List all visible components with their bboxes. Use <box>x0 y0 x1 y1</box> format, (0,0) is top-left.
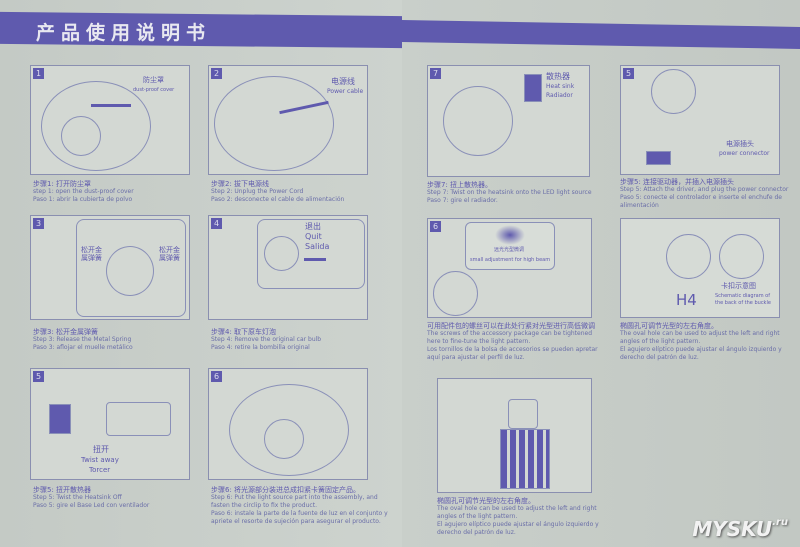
step-1-caption: 步骤1: 打开防尘罩 step 1: open the dust-proof c… <box>33 180 198 204</box>
caption-zh: 步骤7: 扭上散热器。 <box>427 181 493 189</box>
step-number: 2 <box>211 68 222 79</box>
step-number: 7 <box>430 68 441 79</box>
bottom-caption: 椭圆孔可调节光型的左右角度。 The oval hole can be used… <box>437 497 612 537</box>
right-page: 7 散热器 Heat sink Radiador 步骤7: 扭上散热器。 Ste… <box>402 0 800 547</box>
h4-buckle-illustration: H4 卡扣示意图 Schematic diagram of the back o… <box>620 218 780 318</box>
page-title: 产品使用说明书 <box>36 22 212 44</box>
caption-en: Step 2: Unplug the Power Cord <box>211 188 304 195</box>
arrow-icon <box>91 104 131 107</box>
label: 防尘罩 <box>143 76 164 84</box>
caption-zh: 可用配件包的螺丝可以在此处行紧对光型进行高低微调 <box>427 322 595 330</box>
label: Twist away <box>81 456 119 464</box>
caption-en: Step 7: Twist on the heatsink onto the L… <box>427 189 592 196</box>
label: Power cable <box>327 88 364 95</box>
step-2-caption: 步骤2: 拔下电源线 Step 2: Unplug the Power Cord… <box>211 180 391 204</box>
caption-zh: 步骤3: 松开金属弹簧 <box>33 328 99 336</box>
watermark-text: MYSKU <box>692 517 773 541</box>
caption-es: El agujero elíptico puede ajustar el áng… <box>437 521 599 536</box>
caption-en: Step 6: Put the light source part into t… <box>211 494 378 509</box>
caption-en: Step 5: Attach the driver, and plug the … <box>620 186 789 193</box>
label: Radiador <box>546 92 573 99</box>
step-number: 6 <box>430 221 441 232</box>
caption-zh: 步骤5: 扭开散热器 <box>33 486 92 494</box>
watermark: MYSKU.ru <box>692 517 788 541</box>
step-1-illustration: 1 防尘罩 dust-proof cover <box>30 65 190 175</box>
label: 散热器 <box>546 72 570 81</box>
caption-es: Paso 5: gire el Base Led con ventilador <box>33 502 150 509</box>
caption-es: Paso 2: desconecte el cable de alimentac… <box>211 196 345 203</box>
caption-es: Paso 1: abrir la cubierta de polvo <box>33 196 133 203</box>
label: small adjustment for high beam <box>470 257 551 263</box>
caption-zh: 椭圆孔可调节光型的左右角度。 <box>620 322 718 330</box>
caption-es: Paso 5: conecte el controlador e inserte… <box>620 194 782 209</box>
oval-hole-caption: 椭圆孔可调节光型的左右角度。 The oval hole can be used… <box>620 322 795 362</box>
caption-es: Paso 3: aflojar el muelle metálico <box>33 344 133 351</box>
caption-zh: 步骤4: 取下原车灯泡 <box>211 328 277 336</box>
label: 松开金属弹簧 <box>81 246 102 262</box>
step-4-caption: 步骤4: 取下原车灯泡 Step 4: Remove the original … <box>211 328 391 352</box>
label: 远光光型微调 <box>494 247 525 253</box>
step-number: 3 <box>33 218 44 229</box>
step-number: 5 <box>623 68 634 79</box>
label: 卡扣示意图 <box>721 282 756 290</box>
label: power connector <box>719 150 770 157</box>
caption-zh: 步骤1: 打开防尘罩 <box>33 180 92 188</box>
step-number: 6 <box>211 371 222 382</box>
step-3-caption: 步骤3: 松开金属弹簧 Step 3: Release the Metal Sp… <box>33 328 198 352</box>
bulb-adjust-illustration <box>437 378 592 493</box>
watermark-suffix: .ru <box>772 517 788 528</box>
caption-en: Step 4: Remove the original car bulb <box>211 336 322 343</box>
beam-spot <box>495 225 525 245</box>
caption-zh: 步骤6: 将光源部分装进总成扣紧卡簧固定产品。 <box>211 486 361 494</box>
step-3-illustration: 3 松开金属弹簧 松开金属弹簧 <box>30 215 190 320</box>
arrow-icon <box>304 258 326 261</box>
caption-zh: 步骤5: 连接驱动器，并插入电源插头 <box>620 178 735 186</box>
h4-label: H4 <box>676 291 697 309</box>
fine-tune-caption: 可用配件包的螺丝可以在此处行紧对光型进行高低微调 The screws of t… <box>427 322 602 362</box>
caption-en: Step 3: Release the Metal Spring <box>33 336 132 343</box>
caption-en: step 1: open the dust-proof cover <box>33 188 134 195</box>
label: Torcer <box>89 466 111 474</box>
step-5-caption: 步骤5: 扭开散热器 Step 5: Twist the Heatsink Of… <box>33 486 198 510</box>
step-number: 5 <box>33 371 44 382</box>
step-number: 1 <box>33 68 44 79</box>
label: Schematic diagram of the back of the buc… <box>715 293 771 306</box>
label: 电源插头 <box>726 140 754 148</box>
caption-es: El agujero elíptico puede ajustar el áng… <box>620 346 782 361</box>
step-4-illustration: 4 退出 Quit Salida <box>208 215 368 320</box>
caption-en: Step 5: Twist the Heatsink Off <box>33 494 122 501</box>
caption-en: The screws of the accessory package can … <box>427 330 593 345</box>
high-beam-adjust-illustration: 6 远光光型微调 small adjustment for high beam <box>427 218 592 318</box>
label: Quit <box>305 232 322 241</box>
caption-es: Paso 7: gire el radiador. <box>427 197 498 204</box>
step-7-caption: 步骤7: 扭上散热器。 Step 7: Twist on the heatsin… <box>427 181 597 205</box>
caption-es: Paso 4: retire la bombilla original <box>211 344 310 351</box>
step-2-illustration: 2 电源线 Power cable <box>208 65 368 175</box>
step-7-illustration: 7 散热器 Heat sink Radiador <box>427 65 590 177</box>
label: Heat sink <box>546 83 575 90</box>
label: dust-proof cover <box>133 87 175 93</box>
caption-en: The oval hole can be used to adjust the … <box>620 330 780 345</box>
caption-zh: 步骤2: 拔下电源线 <box>211 180 270 188</box>
step-5-driver-illustration: 5 电源插头 power connector <box>620 65 780 175</box>
label: 扭开 <box>93 445 109 454</box>
label: Salida <box>305 242 330 251</box>
step-number: 4 <box>211 218 222 229</box>
left-page: 产品使用说明书 1 防尘罩 dust-proof cover 步骤1: 打开防尘… <box>0 0 402 547</box>
caption-en: The oval hole can be used to adjust the … <box>437 505 597 520</box>
step-5-illustration: 5 扭开 Twist away Torcer <box>30 368 190 480</box>
step-5-driver-caption: 步骤5: 连接驱动器，并插入电源插头 Step 5: Attach the dr… <box>620 178 795 210</box>
label: 电源线 <box>331 77 355 86</box>
step-6-caption: 步骤6: 将光源部分装进总成扣紧卡簧固定产品。 Step 6: Put the … <box>211 486 396 526</box>
label: 松开金属弹簧 <box>159 246 180 262</box>
label: 退出 <box>305 222 321 231</box>
caption-zh: 椭圆孔可调节光型的左右角度。 <box>437 497 535 505</box>
step-6-illustration: 6 <box>208 368 368 480</box>
header-band <box>402 20 800 49</box>
caption-es: Paso 6: instale la parte de la fuente de… <box>211 510 388 525</box>
caption-es: Los tornillos de la bolsa de accesorios … <box>427 346 598 361</box>
